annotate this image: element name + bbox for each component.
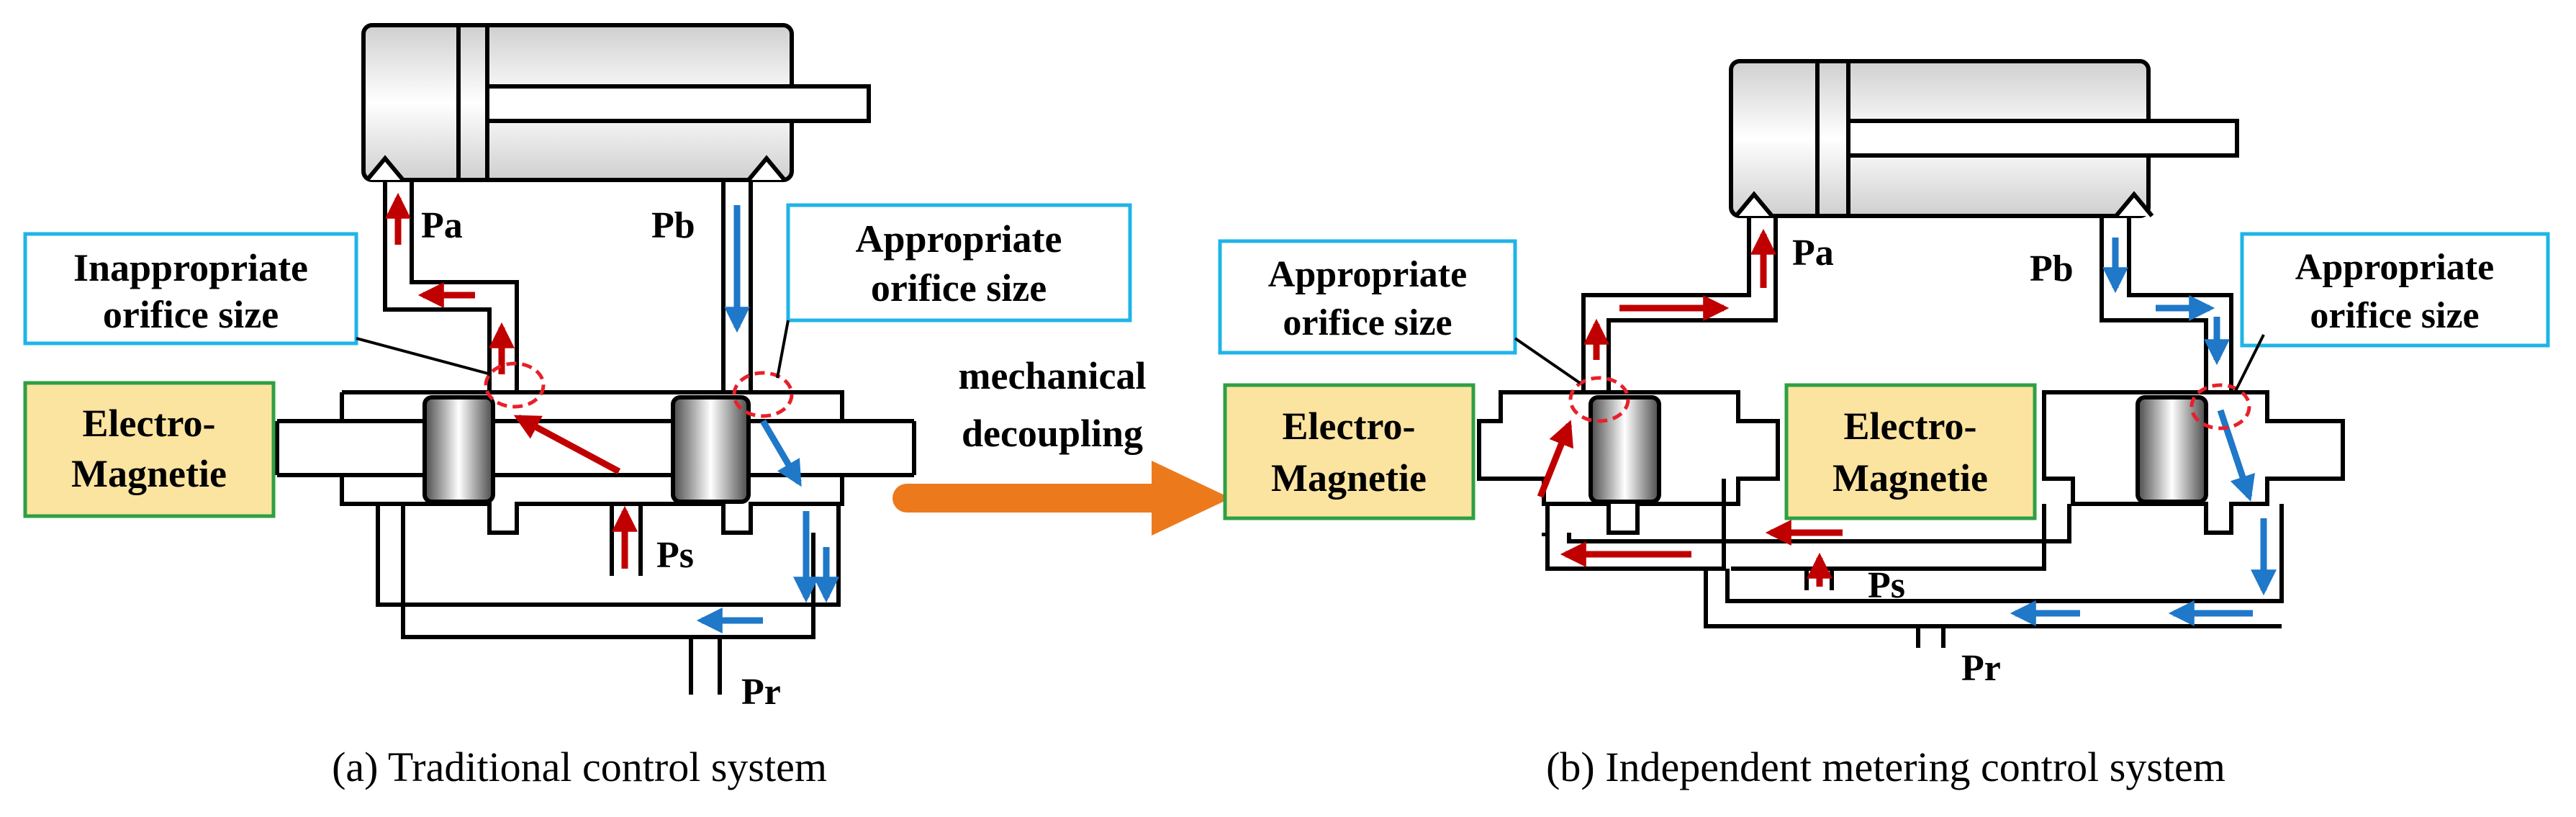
solenoid-right-b: Electro- Magnetie — [1784, 383, 2037, 520]
port-ps-right: Ps — [1868, 565, 1905, 606]
callout-appropriate-orifice-right-b: Appropriate orifice size — [2233, 232, 2550, 393]
port-pa-left: Pa — [421, 205, 463, 246]
port-pb-right: Pb — [2030, 248, 2074, 289]
callout-right-a-line2: orifice size — [1283, 302, 1452, 343]
traditional-system: Pa Pb Ps Pr Inappropriate orifice size A… — [23, 23, 1132, 790]
solenoid-right-b-line1: Electro- — [1844, 405, 1977, 448]
caption-traditional: (a) Traditional control system — [332, 744, 827, 790]
solenoid-left-line1: Electro- — [83, 402, 216, 445]
solenoid-right-a-line1: Electro- — [1283, 405, 1416, 448]
callout-appropriate-left-line1: Appropriate — [855, 217, 1062, 261]
callout-right-b-line1: Appropriate — [2295, 247, 2494, 288]
port-pa-right: Pa — [1792, 233, 1834, 274]
port-pb-left: Pb — [651, 205, 695, 246]
callout-inappropriate-orifice: Inappropriate orifice size — [23, 232, 492, 376]
orifice-markers-right — [1568, 376, 2251, 430]
solenoid-right-b-line2: Magnetie — [1832, 456, 1988, 500]
caption-independent: (b) Independent metering control system — [1546, 744, 2225, 790]
orifice-markers-left — [484, 361, 794, 418]
return-flow-right — [2010, 238, 2277, 626]
decoupling-label-line1: mechanical — [959, 354, 1147, 397]
callout-appropriate-left-line2: orifice size — [871, 266, 1047, 310]
spool-right-a — [1588, 395, 1661, 504]
callout-inappropriate-line2: orifice size — [103, 293, 279, 336]
spool-left-b — [671, 395, 751, 504]
solenoid-left: Electro- Magnetie — [23, 381, 276, 518]
decoupling-label-line2: decoupling — [962, 412, 1143, 455]
return-flow-left — [696, 205, 839, 633]
solenoid-left-line2: Magnetie — [71, 452, 227, 495]
callout-inappropriate-line1: Inappropriate — [73, 246, 308, 289]
supply-flow-right — [1537, 228, 1843, 587]
solenoid-right-a-line2: Magnetie — [1271, 456, 1427, 500]
spool-right-b — [2136, 395, 2208, 504]
port-pr-right: Pr — [1961, 648, 2001, 689]
callout-right-a-line1: Appropriate — [1268, 254, 1467, 295]
supply-flow-left — [385, 192, 638, 569]
cylinder-left — [361, 23, 871, 182]
independent-metering-system: Pa Pb Ps Pr Appropriate orifice size App… — [1218, 59, 2550, 790]
callout-right-b-line2: orifice size — [2310, 295, 2479, 336]
spool-left-a — [422, 395, 495, 504]
callout-appropriate-orifice-left: Appropriate orifice size — [776, 203, 1132, 379]
cylinder-right — [1729, 59, 2239, 218]
callout-appropriate-orifice-right-a: Appropriate orifice size — [1218, 239, 1581, 384]
decoupling-transition: mechanical decoupling — [892, 354, 1231, 536]
port-pr-left: Pr — [741, 672, 781, 713]
decoupling-arrow — [892, 461, 1231, 536]
solenoid-right-a: Electro- Magnetie — [1223, 383, 1475, 520]
port-ps-left: Ps — [656, 535, 694, 576]
